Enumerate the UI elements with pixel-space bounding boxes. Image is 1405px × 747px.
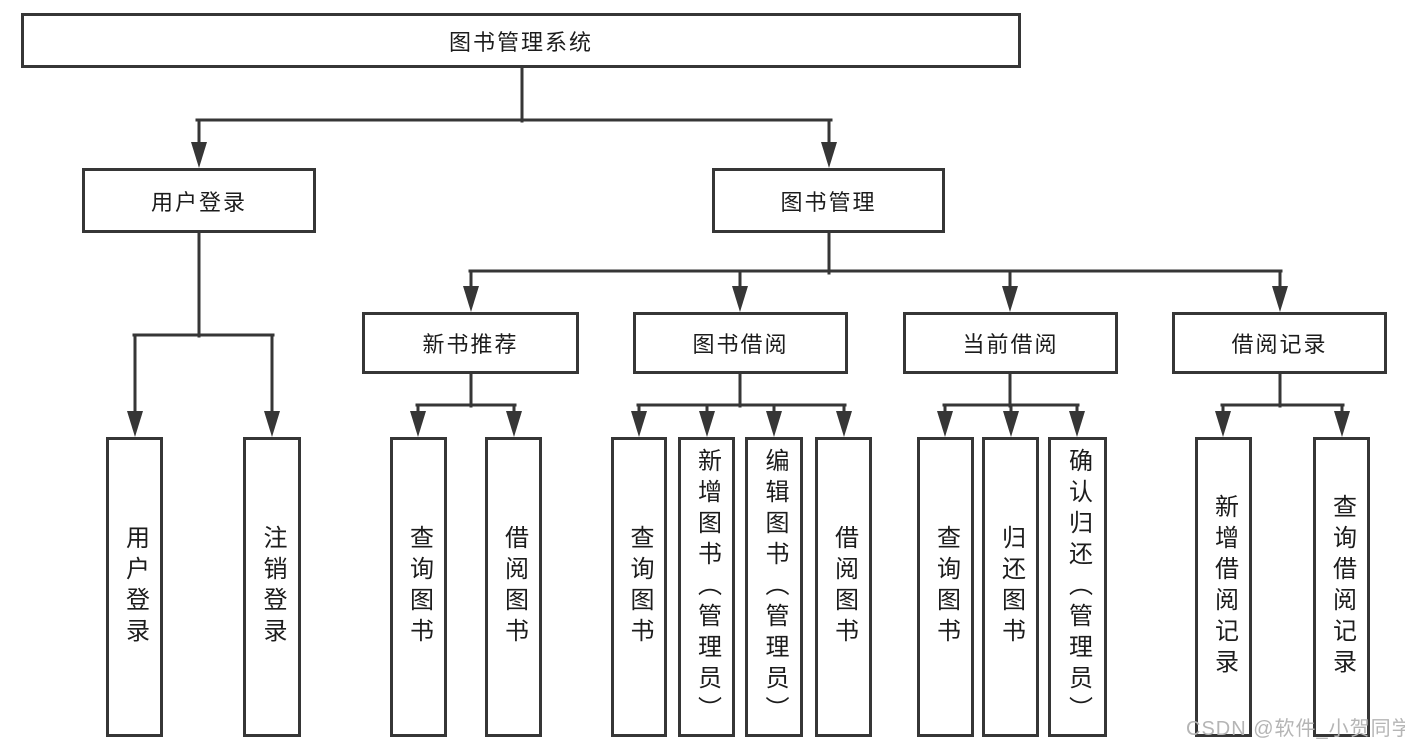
leaf-borrowing-add-books-admin: 新增图书（管理员） [678,437,735,737]
leaf-records-add-record: 新增借阅记录 [1195,437,1252,737]
leaf-current-query-books: 查询图书 [917,437,974,737]
leaf-current-query-books-label: 查询图书 [932,525,960,649]
leaf-current-confirm-return-admin-label: 确认归还（管理员） [1064,447,1092,727]
leaf-newbook-borrow-books-label: 借阅图书 [500,525,528,649]
node-borrowing-records-label: 借阅记录 [1231,332,1328,357]
leaf-borrowing-borrow-books: 借阅图书 [815,437,872,737]
leaf-current-return-books: 归还图书 [982,437,1039,737]
leaf-borrowing-add-books-admin-label: 新增图书（管理员） [693,447,721,727]
leaf-current-return-books-label: 归还图书 [997,525,1025,649]
node-user-login-label: 用户登录 [150,189,247,215]
node-new-book-recommendation: 新书推荐 [362,312,579,374]
node-user-login: 用户登录 [82,168,316,233]
leaf-borrowing-edit-books-admin-label: 编辑图书（管理员） [761,447,788,727]
leaf-records-add-record-label: 新增借阅记录 [1210,494,1238,680]
leaf-newbook-query-books-label: 查询图书 [405,525,433,649]
leaf-current-confirm-return-admin: 确认归还（管理员） [1048,437,1107,737]
node-book-borrowing-label: 图书借阅 [692,332,789,357]
node-current-borrowing: 当前借阅 [903,312,1118,374]
arrowheads [127,142,1350,437]
leaf-records-query-record-label: 查询借阅记录 [1328,494,1356,680]
node-book-borrowing: 图书借阅 [633,312,848,374]
csdn-watermark: CSDN @软件_小贺同学 [1186,718,1405,740]
leaf-newbook-query-books: 查询图书 [390,437,447,737]
node-current-borrowing-label: 当前借阅 [962,332,1059,357]
node-book-management: 图书管理 [712,168,945,233]
leaf-borrowing-edit-books-admin: 编辑图书（管理员） [745,437,803,737]
node-borrowing-records: 借阅记录 [1172,312,1387,374]
node-library-management-system-label: 图书管理系统 [448,29,593,55]
node-book-management-label: 图书管理 [780,189,877,215]
node-library-management-system: 图书管理系统 [21,13,1021,68]
leaf-user-login: 用户登录 [106,437,163,737]
leaf-records-query-record: 查询借阅记录 [1313,437,1370,737]
node-new-book-recommendation-label: 新书推荐 [422,332,519,357]
leaf-borrowing-borrow-books-label: 借阅图书 [830,525,858,649]
leaf-borrowing-query-books-label: 查询图书 [626,525,653,649]
leaf-logout-label: 注销登录 [259,525,286,649]
leaf-user-login-label: 用户登录 [121,525,149,649]
leaf-borrowing-query-books: 查询图书 [611,437,667,737]
leaf-logout: 注销登录 [243,437,301,737]
leaf-newbook-borrow-books: 借阅图书 [485,437,542,737]
